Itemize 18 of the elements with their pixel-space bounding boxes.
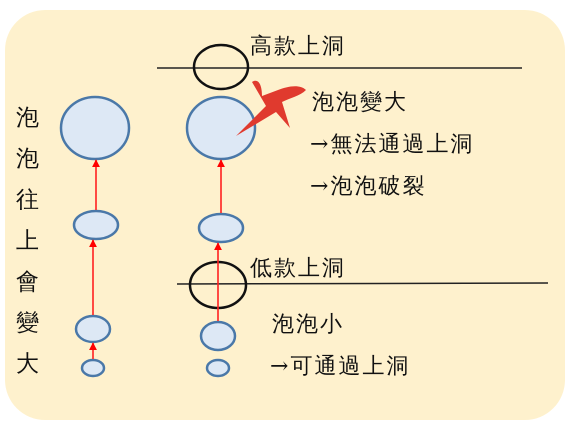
- bubble: [205, 358, 231, 378]
- bubble: [72, 209, 120, 241]
- bubble: [197, 212, 245, 244]
- note-text: 泡泡變大: [312, 89, 408, 117]
- bubble: [185, 95, 257, 161]
- note-text: →可通過上洞: [270, 353, 410, 381]
- note-text: →無法通過上洞: [310, 131, 474, 159]
- note-text: 高款上洞: [250, 33, 346, 61]
- bubble: [59, 95, 131, 161]
- arrow: [92, 159, 100, 210]
- note-text: 低款上洞: [250, 255, 346, 283]
- note-text: 泡泡小: [272, 311, 344, 339]
- vertical-text: 泡泡往上會變大: [16, 104, 39, 379]
- arrow: [89, 342, 97, 359]
- arrow: [217, 159, 225, 213]
- note-text: →泡泡破裂: [310, 173, 426, 201]
- arrow: [89, 239, 97, 315]
- bubble: [80, 358, 106, 378]
